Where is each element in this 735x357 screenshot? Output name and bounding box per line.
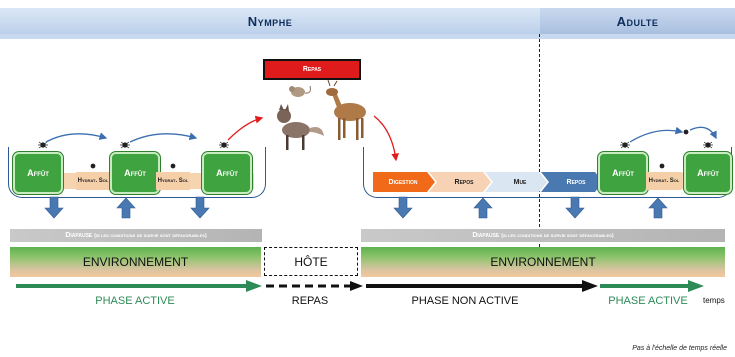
nymph-hydrat-box-2: Hydrat. Sol [156, 172, 190, 190]
header-adulte: Adulte [540, 8, 735, 34]
adult-chevron-strip [373, 172, 603, 192]
adult-mue-label: Mue [513, 178, 527, 186]
diapause-bar-left: Diapause (si les conditions de survie so… [10, 229, 262, 242]
nymph-affut-box-1: Affût [13, 152, 63, 194]
mouse-icon [289, 85, 311, 97]
header-underline [0, 34, 735, 39]
host-animals-illustration [277, 80, 366, 150]
time-axis-label: temps [703, 296, 725, 305]
adult-hydrat-box: Hydrat. Sol [646, 172, 682, 190]
environment-left: ENVIRONNEMENT [10, 247, 261, 277]
phase-active-label-1: PHASE ACTIVE [95, 295, 175, 307]
adult-repos-label-2: Repos [566, 178, 586, 186]
nymph-affut-box-3: Affût [202, 152, 252, 194]
tick-icons [40, 129, 711, 169]
host-box: HÔTE [264, 247, 358, 276]
header-nymphe: Nymphe [0, 8, 540, 34]
nymph-hydrat-box-1: Hydrat. Sol [76, 172, 110, 190]
diapause-bar-right: Diapause (si les conditions de survie so… [361, 229, 725, 242]
deer-icon [326, 80, 366, 140]
phase-non-active-label: PHASE NON ACTIVE [411, 295, 519, 307]
repas-label: Repas [263, 59, 361, 80]
diapause-right-note: (si les conditions de survie sont défavo… [501, 232, 614, 239]
adult-affut-box-2: Affût [684, 152, 732, 194]
adult-digestion-label: Digestion [388, 178, 418, 186]
phase-meal-label: REPAS [291, 295, 329, 307]
diapause-left-note: (si les conditions de survie sont défavo… [94, 232, 207, 239]
stage-divider [539, 34, 540, 262]
adult-repos-label-1: Repos [454, 178, 474, 186]
footnote: Pas à l'échelle de temps réelle [632, 345, 727, 352]
nymph-affut-box-2: Affût [110, 152, 160, 194]
diapause-left-main: Diapause [65, 232, 93, 239]
adult-affut-box-1: Affût [598, 152, 648, 194]
fox-icon [277, 104, 324, 150]
phase-active-label-2: PHASE ACTIVE [608, 295, 688, 307]
diapause-right-main: Diapause [472, 232, 500, 239]
tick-legs [38, 141, 713, 149]
nymph-cycle-bracket [8, 147, 266, 198]
environment-right: ENVIRONNEMENT [361, 247, 725, 277]
vertical-arrows [44, 196, 668, 219]
